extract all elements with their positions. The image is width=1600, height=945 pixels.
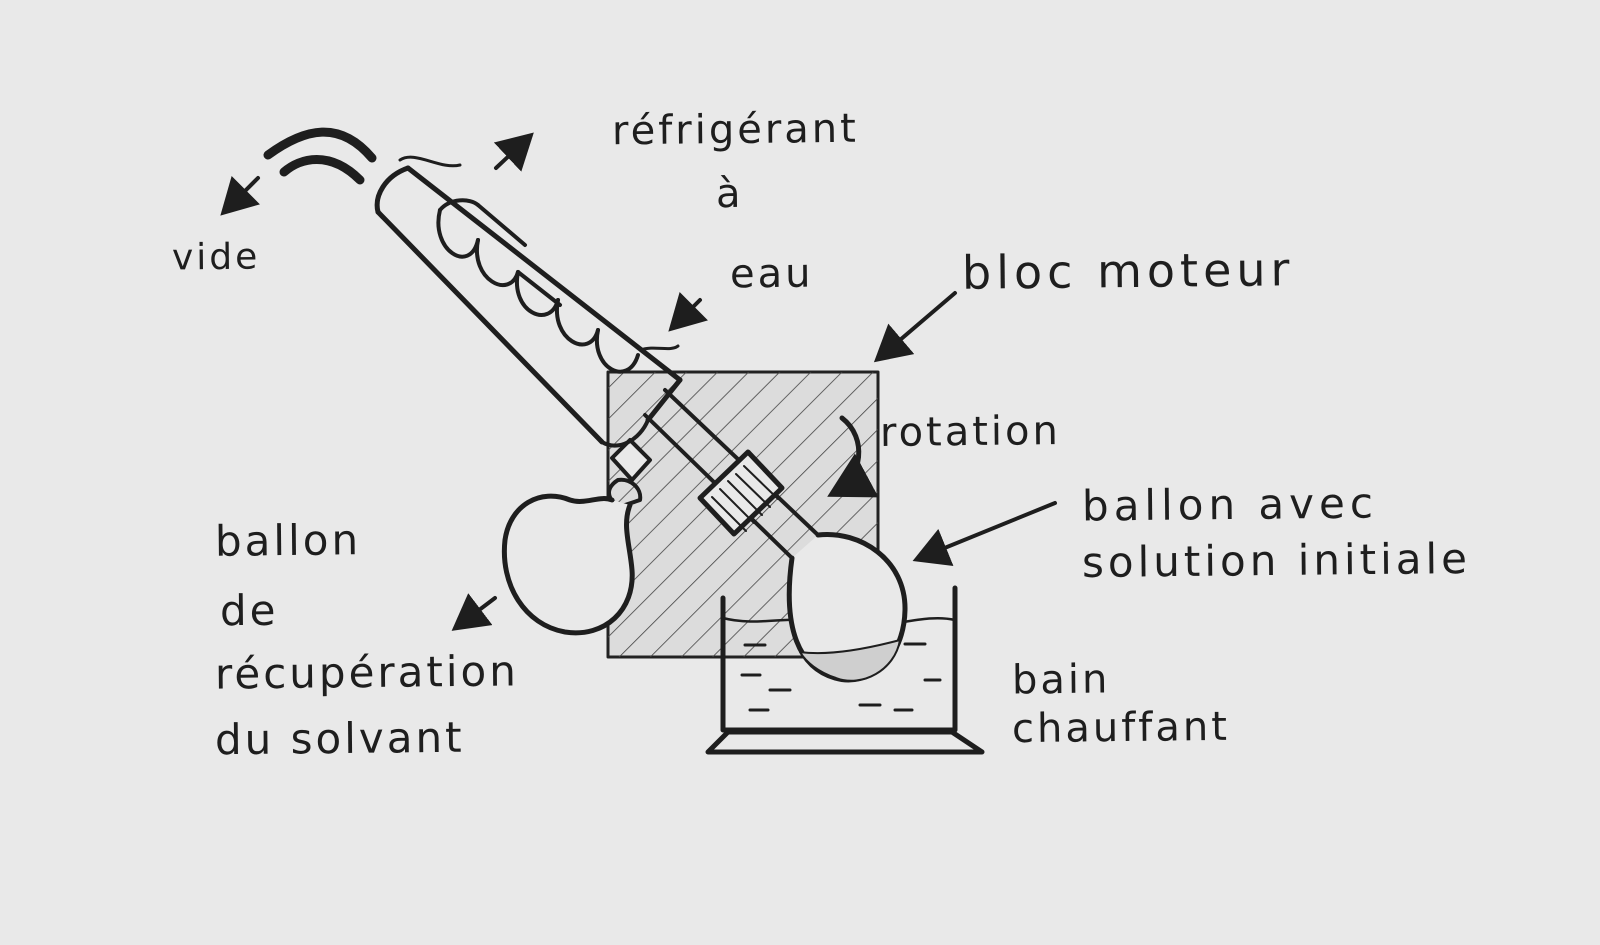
label-rotation: rotation [879,408,1062,456]
label-refrigerant-1: réfrigérant [611,105,860,155]
motor-block [606,370,880,659]
label-ballon-recup-4: du solvant [214,712,465,765]
label-chauffant: chauffant [1011,703,1231,753]
vacuum-hose [263,127,377,185]
initial-solution-flask [786,531,908,683]
label-bloc-moteur: bloc moteur [961,242,1295,300]
label-vide: vide [171,236,261,279]
label-ballon-avec-1: ballon avec [1081,478,1379,531]
label-ballon-recup-3: récupération [214,646,520,699]
rotating-joint [697,449,785,537]
rotation-arrow [827,415,879,498]
cooling-coil [436,198,640,374]
label-refrigerant-2: à [715,170,744,218]
label-ballon-avec-2: solution initiale [1081,533,1472,588]
label-refrigerant-3: eau [729,250,814,298]
label-ballon-recup-2: de [219,585,279,636]
solvent-recovery-flask [501,438,652,636]
water-condenser [374,155,683,448]
label-ballon-recup-1: ballon [214,515,362,566]
label-bain: bain [1011,656,1111,704]
label-arrows [220,132,1057,631]
